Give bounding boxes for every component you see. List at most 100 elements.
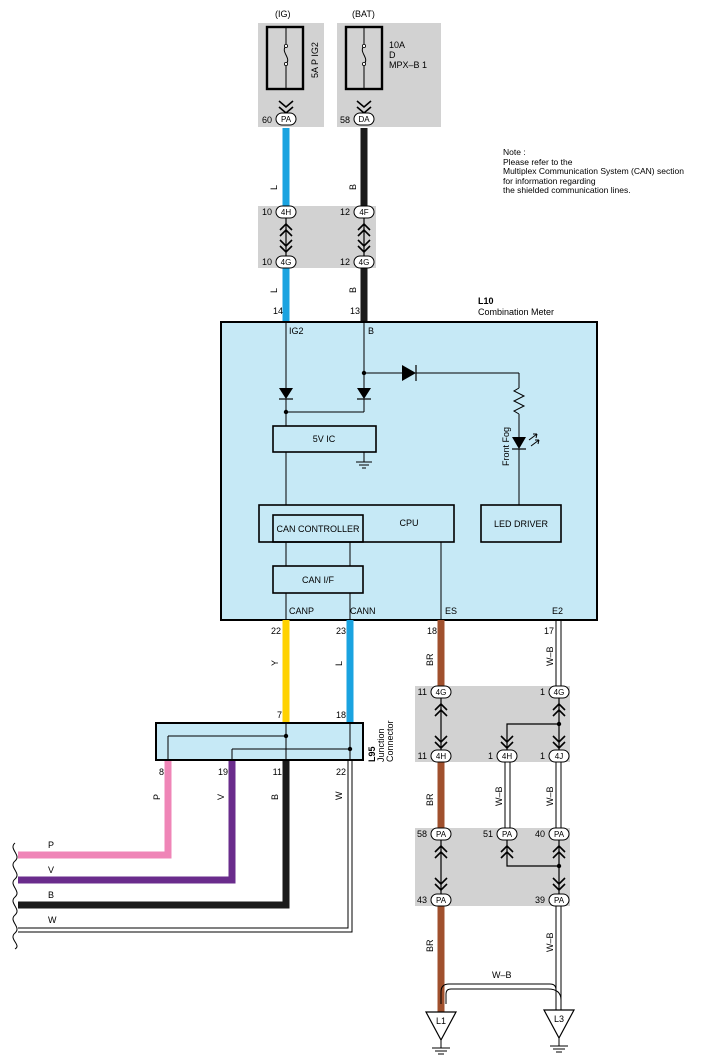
svg-text:W–B: W–B	[492, 970, 512, 980]
svg-text:BR: BR	[425, 653, 435, 666]
diode-ig2-icon	[279, 388, 293, 399]
wire-label-b-1: B	[348, 184, 358, 190]
svg-text:7: 7	[277, 710, 282, 720]
note-line-5: the shielded communication lines.	[503, 185, 631, 195]
diode-b-icon	[357, 388, 371, 399]
svg-text:W: W	[334, 791, 344, 800]
svg-text:W–B: W–B	[545, 646, 555, 666]
svg-text:PA: PA	[502, 830, 513, 839]
svg-text:BR: BR	[425, 793, 435, 806]
svg-text:4G: 4G	[436, 688, 447, 697]
can-controller-label: CAN CONTROLLER	[276, 524, 360, 534]
svg-text:12: 12	[340, 257, 350, 267]
svg-text:1: 1	[540, 687, 545, 697]
svg-text:40: 40	[535, 829, 545, 839]
svg-text:8: 8	[159, 767, 164, 777]
svg-text:PA: PA	[436, 896, 447, 905]
led-driver-label: LED DRIVER	[494, 519, 549, 529]
meter-name: Combination Meter	[478, 307, 554, 317]
wire-wb	[440, 620, 562, 1010]
svg-text:4G: 4G	[554, 688, 565, 697]
junction-code: L95	[367, 746, 377, 762]
can-controller-box	[272, 514, 364, 543]
svg-text:43: 43	[417, 895, 427, 905]
svg-text:W–B: W–B	[494, 786, 504, 806]
svg-text:4H: 4H	[436, 752, 446, 761]
meter-code: L10	[478, 296, 494, 306]
svg-text:DA: DA	[358, 115, 370, 124]
svg-text:B: B	[368, 326, 374, 336]
svg-text:W: W	[48, 915, 57, 925]
combination-meter: 14 13 IG2 B Front Fog 5V IC	[220, 306, 598, 621]
fuse-bat-rating-2: D	[389, 50, 396, 60]
wire-w	[18, 761, 352, 932]
svg-text:12: 12	[340, 207, 350, 217]
ground-l1-icon	[424, 1011, 458, 1042]
svg-text:13: 13	[350, 306, 360, 316]
ground-l1: L1	[424, 1011, 458, 1055]
fuse-bat-panel	[337, 23, 441, 127]
svg-text:ES: ES	[445, 606, 457, 616]
svg-text:BR: BR	[425, 939, 435, 952]
note-line-3: Multiplex Communication System (CAN) sec…	[503, 166, 684, 176]
svg-text:L3: L3	[554, 1014, 564, 1024]
resistor-icon	[512, 387, 526, 415]
svg-text:PA: PA	[281, 115, 292, 124]
note-line-4: for information regarding	[503, 175, 596, 186]
svg-text:E2: E2	[552, 606, 563, 616]
svg-text:PA: PA	[554, 830, 565, 839]
wire-p	[18, 761, 172, 859]
svg-text:11: 11	[418, 751, 427, 761]
wire-break-icon	[12, 842, 18, 950]
svg-text:14: 14	[273, 306, 283, 316]
fuse-bat-rating-3: MPX–B 1	[389, 60, 427, 70]
svg-text:V: V	[216, 794, 226, 800]
svg-text:IG2: IG2	[289, 326, 304, 336]
svg-text:4H: 4H	[502, 752, 512, 761]
svg-text:10: 10	[262, 257, 272, 267]
led-driver-box	[480, 504, 562, 543]
joint-lower-2: PA 58 PA 51 PA 40 PA 43 PA 39	[415, 827, 570, 907]
wire-label-l-1: L	[269, 185, 279, 190]
junction-connector	[155, 722, 364, 761]
svg-text:58: 58	[417, 829, 427, 839]
svg-text:51: 51	[483, 829, 493, 839]
can-if-box	[272, 565, 364, 594]
svg-text:1: 1	[488, 751, 493, 761]
svg-text:22: 22	[271, 626, 281, 636]
fuse-bat-group: (BAT) 10A D MPX–B 1	[337, 9, 441, 127]
note-line-1: Note :	[503, 147, 526, 157]
svg-text:L: L	[334, 661, 344, 666]
svg-text:P: P	[48, 840, 54, 850]
svg-text:PA: PA	[554, 896, 565, 905]
svg-text:18: 18	[336, 710, 346, 720]
svg-text:23: 23	[336, 626, 346, 636]
svg-text:39: 39	[535, 895, 545, 905]
fuse-ig-source: (IG)	[275, 9, 291, 19]
svg-text:Y: Y	[270, 660, 280, 666]
note-line-2: Please refer to the	[503, 156, 573, 167]
wire-b-lower	[18, 761, 290, 909]
ground-l3-icon	[542, 1009, 576, 1040]
joint-lower-1: 4G 11 4G 1 4H 11 4H 1 4J 1	[415, 685, 570, 763]
svg-text:B: B	[48, 890, 54, 900]
cpu-label: CPU	[399, 518, 418, 528]
svg-text:4G: 4G	[281, 258, 292, 267]
svg-text:19: 19	[218, 767, 228, 777]
junction-name-1: Junction	[376, 728, 386, 762]
joint-upper: 4H 10 4F 12 4G 10 4G 12	[258, 205, 376, 269]
wire-v	[18, 761, 236, 884]
front-fog-label: Front Fog	[501, 427, 511, 466]
connector-60-pa: PA 60	[262, 100, 297, 126]
fuse-ig-body	[265, 25, 305, 91]
fuse-ig-rating: 5A P IG2	[310, 42, 320, 78]
svg-text:CANN: CANN	[350, 606, 376, 616]
svg-text:17: 17	[544, 626, 554, 636]
svg-text:22: 22	[336, 767, 346, 777]
fuse-bat-source: (BAT)	[352, 9, 375, 19]
svg-text:W–B: W–B	[545, 932, 555, 952]
svg-text:4H: 4H	[281, 208, 291, 217]
svg-text:V: V	[48, 865, 54, 875]
